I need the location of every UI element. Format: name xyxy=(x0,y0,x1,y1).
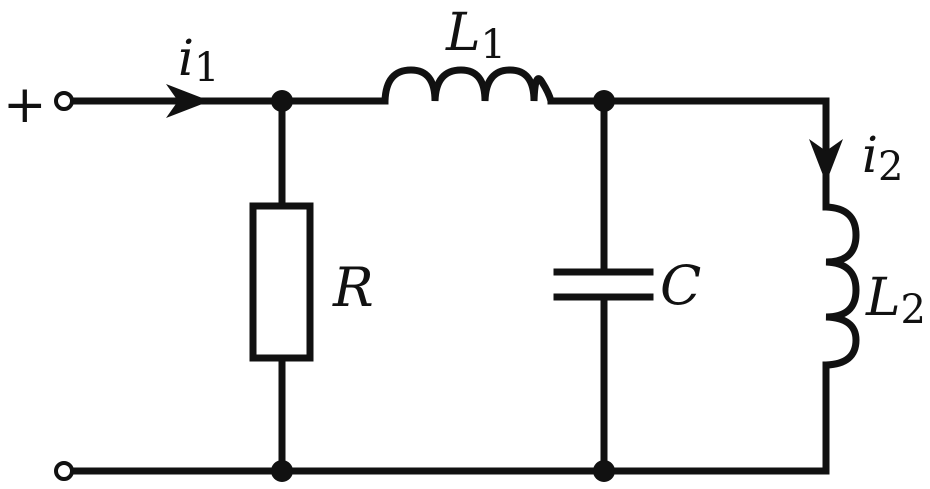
inductor-l2-symbol xyxy=(822,203,860,369)
terminal-bottom xyxy=(54,461,74,481)
inductor-l1-symbol xyxy=(381,66,555,105)
label-i1: i1 xyxy=(178,29,219,91)
label-l2: L2 xyxy=(865,268,926,333)
node-top-right xyxy=(593,90,615,112)
label-l1: L1 xyxy=(445,3,506,68)
terminal-top xyxy=(54,91,74,111)
node-bottom-left xyxy=(271,460,293,482)
node-bottom-right xyxy=(593,460,615,482)
terminal-plus-sign: + xyxy=(3,75,47,135)
resistor-symbol xyxy=(249,202,314,362)
current-arrow-i2-icon xyxy=(809,139,843,183)
label-r: R xyxy=(332,256,374,319)
node-top-left xyxy=(271,90,293,112)
current-arrow-i1-icon xyxy=(166,84,210,118)
label-c: C xyxy=(660,254,701,317)
label-i2: i2 xyxy=(862,126,903,190)
